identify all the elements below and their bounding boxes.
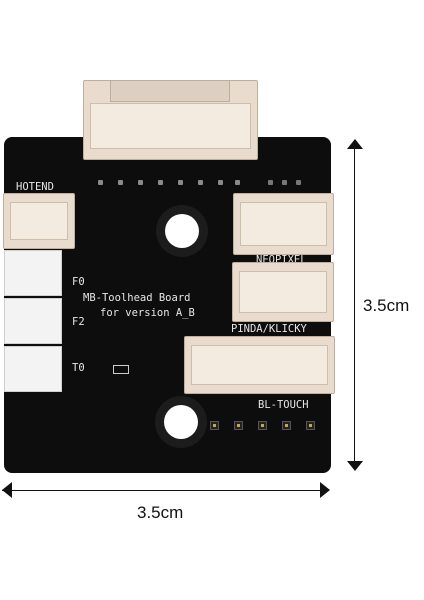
pinda-connector	[232, 262, 334, 322]
height-dimension-label: 3.5cm	[363, 296, 410, 315]
fan-connector-f0	[4, 250, 62, 296]
height-arrow-top	[347, 139, 363, 149]
width-dimension-label: 3.5cm	[137, 503, 184, 522]
neopixel-connector	[233, 193, 334, 255]
thermistor-connector-t0	[4, 346, 62, 392]
bltouch-connector	[184, 336, 335, 394]
width-arrow-left	[2, 482, 12, 498]
bltouch-pin-header	[210, 418, 332, 438]
width-dimension-line	[2, 490, 329, 491]
label-hotend: HOTEND	[16, 181, 54, 193]
label-pinda: PINDA/KLICKY	[231, 323, 307, 335]
mounting-hole-top	[156, 205, 208, 257]
smd-component	[113, 365, 129, 374]
width-arrow-right	[320, 482, 330, 498]
fan-connector-f2	[4, 298, 62, 344]
main-connector-pins	[95, 160, 245, 192]
label-bltouch: BL-TOUCH	[258, 399, 309, 411]
main-connector-tab	[110, 80, 230, 102]
board-name-line2: for version A_B	[100, 307, 195, 319]
label-f0: F0	[72, 276, 85, 288]
height-dimension-line	[354, 140, 355, 470]
mounting-hole-bottom	[155, 396, 207, 448]
height-arrow-bottom	[347, 461, 363, 471]
label-t0: T0	[72, 362, 85, 374]
hotend-connector	[3, 193, 75, 249]
board-name-line1: MB-Toolhead Board	[83, 292, 191, 304]
label-f2: F2	[72, 316, 85, 328]
smd-pads	[268, 178, 318, 188]
